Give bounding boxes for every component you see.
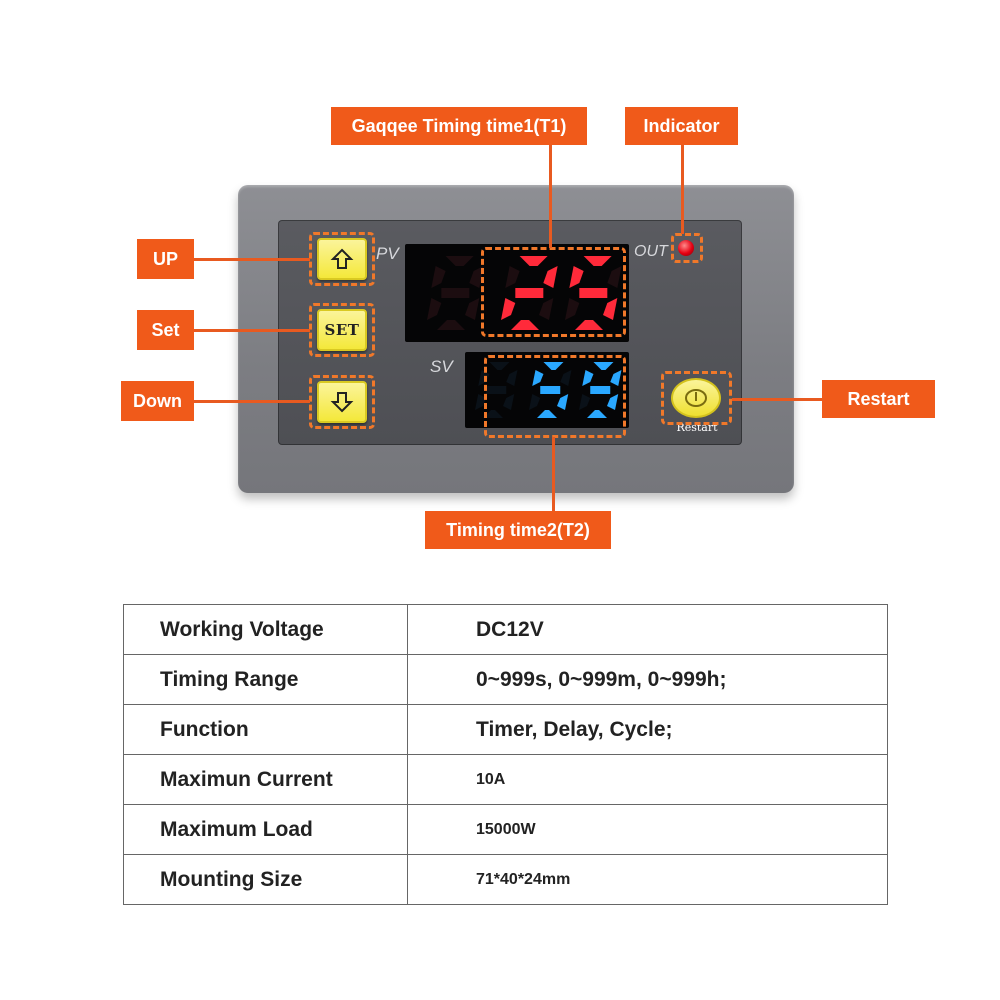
digit-segment [575, 320, 603, 330]
callout-t2: Timing time2(T2) [425, 511, 611, 549]
callout-indicator: Indicator [625, 107, 738, 145]
up-leader [193, 258, 310, 261]
digit-segment [519, 256, 548, 266]
spec-label: Mounting Size [123, 854, 408, 905]
digit-segment [511, 320, 539, 330]
spec-label: Maximun Current [123, 754, 408, 805]
spec-label: Timing Range [123, 654, 408, 705]
digit-segment [529, 394, 541, 410]
indicator-highlight [671, 233, 703, 263]
digit-segment [437, 320, 465, 330]
spec-value: 0~999s, 0~999m, 0~999h; [407, 654, 888, 705]
spec-value: 15000W [407, 804, 888, 855]
spec-label: Maximum Load [123, 804, 408, 855]
digit-segment [441, 288, 470, 298]
digit-segment [483, 410, 503, 418]
digit-segment [537, 410, 557, 418]
digit-segment [579, 394, 591, 410]
spec-label: Function [123, 704, 408, 755]
t2-highlight [484, 355, 626, 438]
restart-button[interactable] [671, 378, 721, 418]
digit-segment [557, 394, 569, 410]
set-button[interactable]: SET [317, 309, 367, 351]
t1-leader [549, 145, 552, 248]
set-highlight [309, 303, 375, 357]
arrow-up-icon [330, 248, 354, 269]
down-leader [193, 400, 310, 403]
callout-restart: Restart [822, 380, 935, 418]
digit-segment [582, 370, 594, 386]
indicator-leader [681, 145, 684, 234]
up-button[interactable] [317, 238, 367, 280]
digit-segment [607, 266, 622, 288]
digit-segment [465, 298, 480, 320]
digit-segment [515, 288, 544, 298]
digit-segment [486, 386, 507, 394]
digit-segment [569, 266, 584, 288]
spec-label: Working Voltage [123, 604, 408, 655]
t2-leader [552, 437, 555, 513]
up-highlight [309, 232, 375, 286]
digit-segment [610, 370, 622, 386]
restart-leader [732, 398, 823, 401]
pv-digits [427, 256, 622, 330]
down-button[interactable] [317, 381, 367, 423]
callout-set: Set [137, 310, 194, 350]
digit-segment [489, 362, 510, 370]
set-leader [193, 329, 310, 332]
digit-segment [469, 266, 484, 288]
down-highlight [309, 375, 375, 429]
digit-segment [607, 394, 619, 410]
out-label: OUT [634, 243, 668, 260]
digit-segment [560, 370, 572, 386]
spec-value: 10A [407, 754, 888, 805]
digit-segment [505, 266, 520, 288]
digit-segment [579, 288, 608, 298]
spec-value: Timer, Delay, Cycle; [407, 704, 888, 755]
digit-segment [431, 266, 446, 288]
callout-down: Down [121, 381, 194, 421]
digit-segment [593, 362, 614, 370]
arrow-down-icon [330, 392, 354, 413]
digit-segment [543, 266, 558, 288]
set-button-label: SET [324, 321, 360, 339]
digit-segment [590, 386, 611, 394]
callout-up: UP [137, 239, 194, 279]
digit-segment [532, 370, 544, 386]
digit-segment [587, 410, 607, 418]
digit-segment [539, 298, 554, 320]
restart-button-icon [685, 389, 707, 407]
digit-segment [501, 298, 516, 320]
spec-value: 71*40*24mm [407, 854, 888, 905]
out-indicator-led [678, 240, 694, 256]
t1-highlight [481, 247, 626, 337]
pv-label: PV [376, 244, 399, 263]
digit-segment [565, 298, 580, 320]
digit-segment [506, 370, 518, 386]
digit-segment [543, 362, 564, 370]
callout-t1: Gaqqee Timing time1(T1) [331, 107, 587, 145]
digit-segment [603, 298, 618, 320]
digit-segment [583, 256, 612, 266]
digit-segment [427, 298, 442, 320]
digit-segment [540, 386, 561, 394]
digit-segment [475, 394, 487, 410]
spec-value: DC12V [407, 604, 888, 655]
digit-segment [503, 394, 515, 410]
digit-segment [445, 256, 474, 266]
restart-highlight [661, 371, 732, 425]
sv-label: SV [430, 357, 453, 376]
